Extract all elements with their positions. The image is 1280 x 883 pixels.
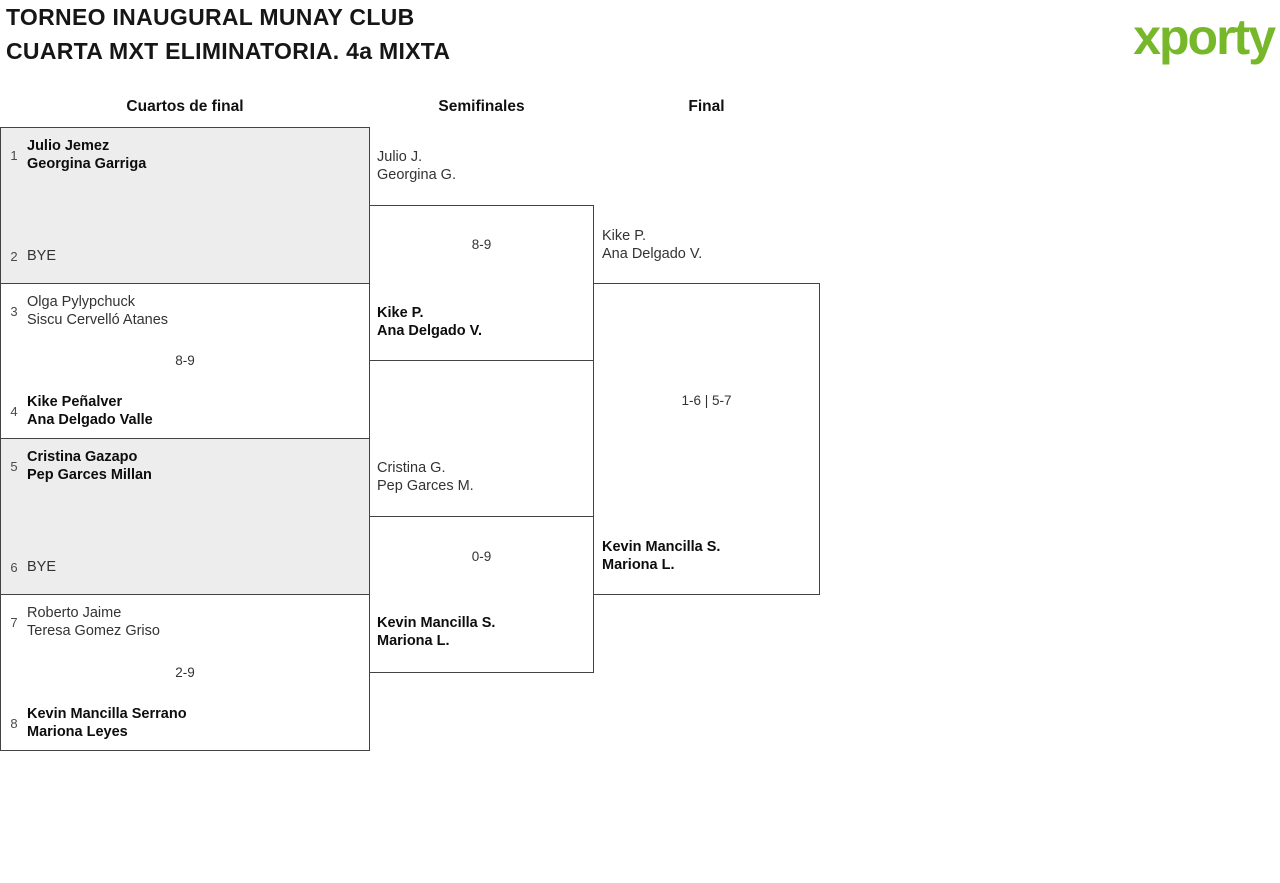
team-slot: 4 Kike Peñalver Ana Delgado Valle [1, 393, 369, 429]
seed-number: 7 [10, 614, 18, 630]
tournament-title: TORNEO INAUGURAL MUNAY CLUB [6, 4, 415, 30]
quarterfinal-match-2: 3 Olga Pylypchuck Siscu Cervelló Atanes … [0, 283, 370, 439]
match-score: 8-9 [471, 237, 492, 252]
team-names: Julio Jemez Georgina Garriga [27, 138, 147, 172]
match-score: 1-6 | 5-7 [681, 393, 732, 408]
quarterfinal-match-3: 5 Cristina Gazapo Pep Garces Millan 6 BY… [0, 438, 370, 595]
final-match [593, 283, 820, 595]
round-header-quarterfinals: Cuartos de final [126, 98, 244, 115]
team-names: Kevin Mancilla Serrano Mariona Leyes [27, 706, 187, 740]
seed-number: 4 [10, 403, 18, 419]
team-names: BYE [27, 559, 57, 575]
team-names: Kevin Mancilla S. Mariona L. [602, 539, 721, 573]
tournament-subtitle: CUARTA MXT ELIMINATORIA. 4a MIXTA [6, 38, 451, 64]
team-slot: 7 Roberto Jaime Teresa Gomez Griso [1, 604, 369, 640]
seed-number: 6 [10, 559, 18, 575]
team-slot: 6 BYE [1, 549, 369, 585]
match-score: 8-9 [175, 353, 195, 368]
xporty-logo: xporty [1040, 0, 1280, 80]
team-names: Kike P. Ana Delgado V. [377, 305, 483, 339]
round-header-final: Final [688, 98, 725, 115]
seed-number: 3 [10, 303, 18, 319]
team-slot: 8 Kevin Mancilla Serrano Mariona Leyes [1, 705, 369, 741]
seed-number: 1 [10, 147, 18, 163]
seed-number: 8 [10, 715, 18, 731]
page-title-block: TORNEO INAUGURAL MUNAY CLUB CUARTA MXT E… [6, 0, 450, 68]
match-score: 0-9 [471, 549, 492, 564]
seed-number: 2 [10, 248, 18, 264]
quarterfinal-match-1: 1 Julio Jemez Georgina Garriga 2 BYE [0, 127, 370, 284]
team-slot: 3 Olga Pylypchuck Siscu Cervelló Atanes [1, 293, 369, 329]
team-names: Olga Pylypchuck Siscu Cervelló Atanes [27, 294, 169, 328]
team-names: Julio J. Georgina G. [377, 149, 456, 183]
team-names: Kike Peñalver Ana Delgado Valle [27, 394, 153, 428]
seed-number: 5 [10, 458, 18, 474]
round-header-semifinals: Semifinales [438, 98, 525, 115]
team-names: Cristina Gazapo Pep Garces Millan [27, 449, 152, 483]
team-names: BYE [27, 248, 57, 264]
team-names: Roberto Jaime Teresa Gomez Griso [27, 605, 160, 639]
team-slot: 5 Cristina Gazapo Pep Garces Millan [1, 448, 369, 484]
match-score: 2-9 [175, 664, 195, 680]
team-names: Kike P. Ana Delgado V. [602, 228, 703, 262]
quarterfinal-match-4: 7 Roberto Jaime Teresa Gomez Griso 2-9 8… [0, 594, 370, 751]
xporty-wordmark: xporty [1133, 9, 1276, 65]
team-names: Cristina G. Pep Garces M. [377, 460, 474, 494]
team-slot: 2 BYE [1, 238, 369, 274]
team-slot: 1 Julio Jemez Georgina Garriga [1, 137, 369, 173]
team-names: Kevin Mancilla S. Mariona L. [377, 615, 496, 649]
